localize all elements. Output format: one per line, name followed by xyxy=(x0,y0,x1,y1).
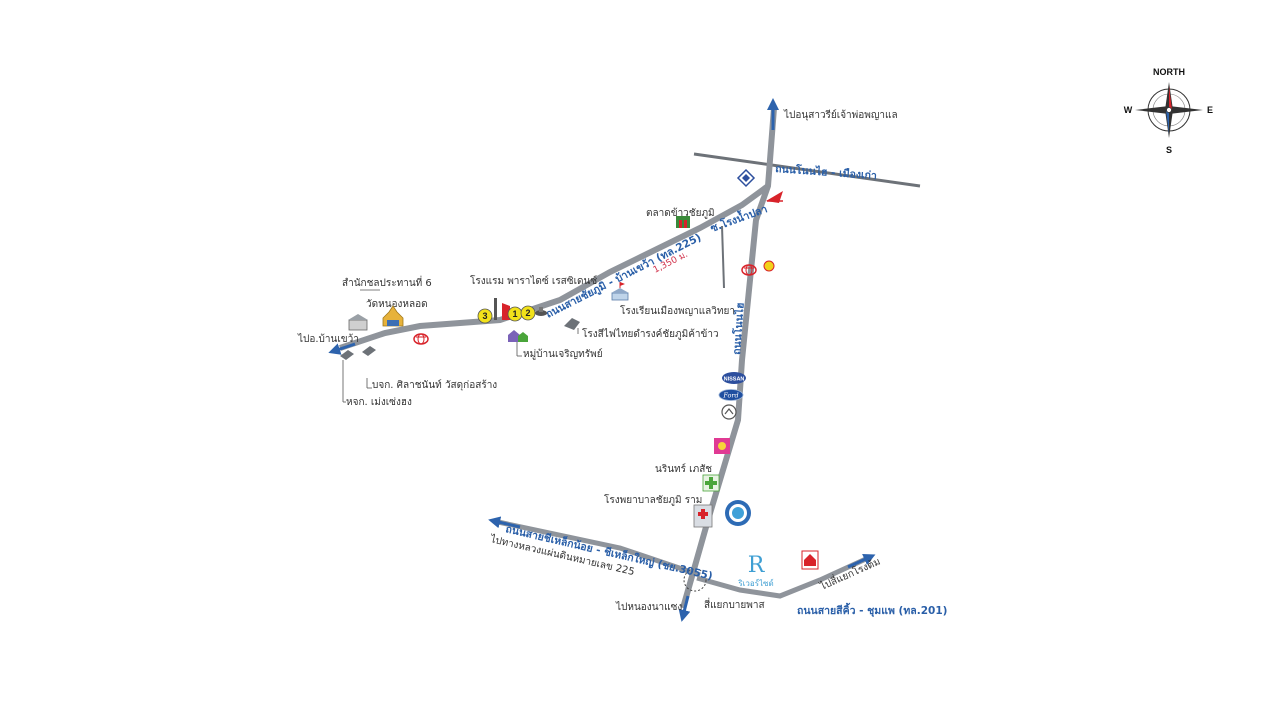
temple-icon xyxy=(382,305,404,327)
hotel-tower-icon xyxy=(494,298,497,320)
arrow-south xyxy=(678,595,691,622)
svg-text:3: 3 xyxy=(482,311,487,321)
bypass-junction-circle xyxy=(683,568,707,592)
honda-icon xyxy=(766,191,783,203)
svg-text:R: R xyxy=(748,553,766,578)
shell-icon xyxy=(763,260,775,272)
label-irrigation: สำนักชลประทานที่ 6 xyxy=(342,275,432,289)
road-sikhiu-chumphae xyxy=(696,555,870,599)
label-silachanan: บจก. ศิลาชนันท์ วัสดุก่อสร้าง xyxy=(372,379,497,391)
village-icon xyxy=(508,330,528,342)
label-rice-mill: โรงสีไฟไทยดำรงค์ชัยภูมิค้าข้าว xyxy=(582,327,719,340)
road-rong-nam-pla xyxy=(721,225,725,289)
compass-east-label: E xyxy=(1207,105,1213,115)
hotel-markers: 3 1 2 xyxy=(477,298,547,324)
arrow-east xyxy=(847,554,876,569)
arrow-chilek xyxy=(488,516,521,529)
store-red-icon xyxy=(801,550,819,570)
svg-text:2: 2 xyxy=(525,308,530,318)
svg-text:Ford: Ford xyxy=(722,392,738,400)
label-bypass-junction: สี่แยกบายพาส xyxy=(704,597,765,611)
shop-pink-icon xyxy=(714,438,730,454)
compass-west-label: W xyxy=(1124,105,1133,115)
label-to-monument: ไปอนุสาวรีย์เจ้าพ่อพญาแล xyxy=(783,109,898,121)
label-mengseng: หจก. เม่งเซ่งฮง xyxy=(346,397,412,408)
pharmacy-cross-icon xyxy=(702,474,720,492)
label-school: โรงเรียนเมืองพญาแลวิทยา xyxy=(620,304,735,317)
market-icon xyxy=(676,216,690,228)
school-icon xyxy=(611,282,629,301)
toyota-icon-left xyxy=(413,333,429,345)
rice-mill-icon xyxy=(564,318,580,330)
label-village: หมู่บ้านเจริญทรัพย์ xyxy=(523,348,603,360)
marker-3: 3 xyxy=(477,308,493,324)
seal-logo-icon xyxy=(725,500,751,526)
leader-lines xyxy=(342,289,579,403)
road-nonthai-mueangkao xyxy=(693,152,921,188)
riverside-logo-icon: R ริเวอร์ไซด์ xyxy=(738,553,774,588)
marker-1: 1 xyxy=(507,306,523,322)
silachanan-icon xyxy=(362,346,376,356)
label-to-nong-na-saeng: ไปหนองนาแซง xyxy=(615,601,682,613)
label-hospital: โรงพยาบาลชัยภูมิ ราม xyxy=(604,493,702,506)
compass-rose: NORTH S W E xyxy=(1124,67,1213,155)
mazda-logo-icon xyxy=(721,404,737,420)
road-label-sikhiu-chumphae: ถนนสายสีคิ้ว - ชุมแพ (ทล.201) xyxy=(797,602,947,618)
irrigation-building-icon xyxy=(348,314,368,331)
hospital-icon xyxy=(693,504,713,528)
road-chilek xyxy=(497,519,701,578)
road-north-south xyxy=(680,107,777,609)
svg-text:ริเวอร์ไซด์: ริเวอร์ไซด์ xyxy=(738,578,774,588)
svg-text:NISSAN: NISSAN xyxy=(724,377,745,383)
label-hotel: โรงแรม พาราไดซ์ เรสซิเดนซ์ xyxy=(470,274,597,287)
toyota-icon xyxy=(741,264,757,276)
svg-text:1: 1 xyxy=(512,309,517,319)
marker-2: 2 xyxy=(520,305,536,321)
residence-icon xyxy=(535,307,547,316)
bank-icon xyxy=(736,168,756,188)
label-to-ban-khwao: ไปอ.บ้านเขว้า xyxy=(297,333,359,345)
direction-arrows xyxy=(328,98,876,622)
label-rice-market: ตลาดข้าวชัยภูมิ xyxy=(646,207,715,219)
nissan-logo-icon: NISSAN xyxy=(722,372,746,384)
label-pharmacy: นรินทร์ เภสัช xyxy=(655,463,712,475)
ford-logo-icon: Ford xyxy=(718,389,744,401)
compass-north-label: NORTH xyxy=(1153,67,1185,77)
label-to-chumphon-junction: ไปสี่แยกโรงต้ม xyxy=(817,554,883,593)
road-chaiyaphum-bankhwao xyxy=(339,183,770,351)
roads xyxy=(339,107,921,609)
label-wat: วัดหนองหลอด xyxy=(366,299,428,310)
mengseng-icon xyxy=(340,350,354,360)
road-label-nonthai: ถนนโนนไฮ - เมืองเก่า xyxy=(775,162,878,182)
compass-south-label: S xyxy=(1166,145,1172,155)
arrow-west xyxy=(328,342,356,355)
road-label-nonthai-vertical: ถนนโนนไฮ xyxy=(730,302,747,355)
